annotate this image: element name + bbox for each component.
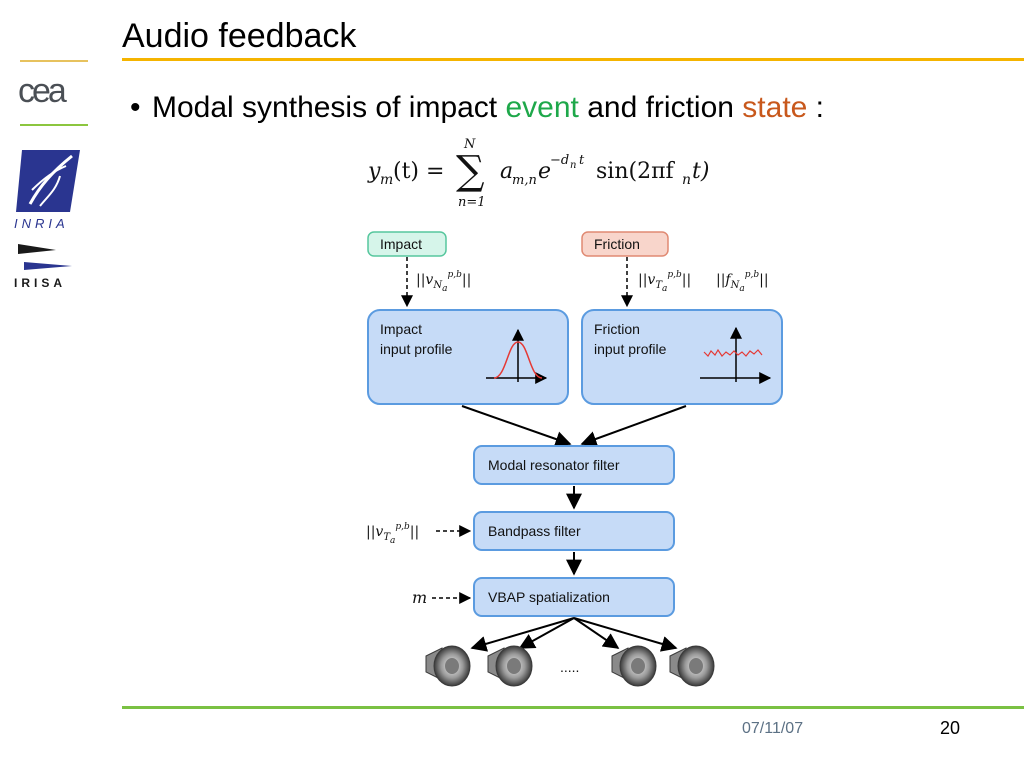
vbap-param: m <box>412 588 427 607</box>
impact-tag-label: Impact <box>380 236 422 252</box>
footer-divider <box>122 706 1024 709</box>
formula-exp-power: −d <box>550 153 569 168</box>
friction-tag <box>581 231 669 257</box>
speaker-icon <box>425 645 471 687</box>
synthesis-formula: y m (t) = N ∑ n=1 a m,n e −d n t sin(2πf… <box>367 137 709 210</box>
formula-sum-top: N <box>463 137 476 152</box>
modal-resonator-label: Modal resonator filter <box>488 457 620 473</box>
speaker-icon <box>487 645 533 687</box>
bullet-suffix: : <box>807 91 825 124</box>
inria-logo: INRIA <box>14 150 80 231</box>
formula-sigma: ∑ <box>456 148 485 194</box>
friction-to-modal-arrow <box>580 405 687 447</box>
synthesis-diagram: Impact Friction ||vNap,b|| ||vTap,b|| ||… <box>366 231 783 687</box>
bullet-marker: • <box>130 91 141 124</box>
cea-logo-text: cea <box>18 72 67 110</box>
vbap-to-speaker-4-arrow <box>573 617 678 652</box>
friction-tag-label: Friction <box>594 236 640 252</box>
formula-sum-bottom: n=1 <box>458 195 486 210</box>
impact-to-modal-arrow <box>461 405 572 447</box>
logo-divider-top <box>20 60 88 62</box>
bandpass-filter-box <box>473 511 675 551</box>
friction-param-force: ||fNap,b|| <box>716 270 769 294</box>
speaker-icon <box>611 645 657 687</box>
impact-param: ||vNap,b|| <box>416 270 471 294</box>
formula-sin-sub: n <box>682 172 691 188</box>
bullet-word-state: state <box>742 91 808 124</box>
cea-logo: cea <box>18 72 70 110</box>
logo-column: cea INRIA IRISA <box>0 0 110 300</box>
formula-lhs-arg: (t) = <box>393 159 444 184</box>
vbap-label: VBAP spatialization <box>488 589 610 605</box>
vbap-to-speaker-3-arrow <box>573 617 620 649</box>
vbap-to-speaker-2-arrow <box>518 617 575 649</box>
formula-exp-power-sub: n <box>570 160 576 171</box>
friction-profile-label-2: input profile <box>594 341 667 357</box>
formula-term-sub: m,n <box>512 173 537 188</box>
formula-exp-power-t: t <box>579 153 585 168</box>
bullet-word-event: event <box>505 91 579 124</box>
vbap-box <box>473 577 675 617</box>
formula-lhs-sub: m <box>380 172 393 188</box>
irisa-logo-text: IRISA <box>14 276 66 290</box>
bandpass-filter-label: Bandpass filter <box>488 523 581 539</box>
inria-logo-text: INRIA <box>14 216 69 231</box>
bullet-prefix: Modal synthesis of impact <box>152 91 506 124</box>
formula-term: a <box>500 159 513 184</box>
speaker-icon <box>669 645 715 687</box>
impact-profile-label-1: Impact <box>380 321 422 337</box>
bullet-middle: and friction <box>578 91 743 124</box>
formula-sin-end: t) <box>692 159 709 184</box>
friction-param-velocity: ||vTap,b|| <box>638 270 691 294</box>
formula-lhs: y <box>367 159 381 184</box>
logo-divider-mid <box>20 124 88 126</box>
impact-profile-label-2: input profile <box>380 341 453 357</box>
title-divider <box>122 58 1024 61</box>
impact-tag <box>367 231 447 257</box>
page-number: 20 <box>940 718 961 738</box>
formula-exp-base: e <box>538 159 551 184</box>
modal-resonator-box <box>473 445 675 485</box>
slide-title: Audio feedback <box>122 17 357 55</box>
friction-profile-label-1: Friction <box>594 321 640 337</box>
formula-sin: sin(2πf <box>596 159 676 184</box>
vbap-to-speaker-1-arrow <box>470 617 575 652</box>
impact-gaussian-curve <box>493 341 543 379</box>
speakers-ellipsis: ..... <box>560 659 579 675</box>
irisa-logo: IRISA <box>14 244 72 290</box>
bandpass-param: ||vTap,b|| <box>366 522 419 546</box>
friction-noise-curve <box>703 348 763 357</box>
footer-date: 07/11/07 <box>742 720 804 737</box>
bullet-modal-synthesis: • Modal synthesis of impact event and fri… <box>130 88 824 128</box>
